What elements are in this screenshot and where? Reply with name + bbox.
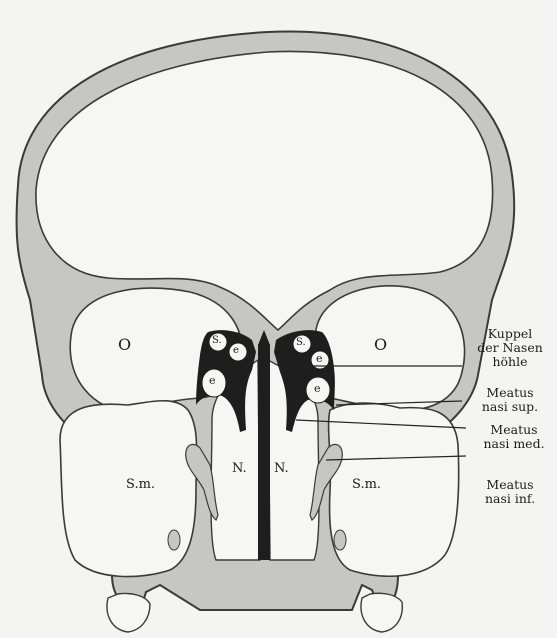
annotation-kuppel: Kuppel der Nasen höhle xyxy=(464,327,556,369)
annotation-meatus-sup-line-1: Meatus xyxy=(470,386,550,400)
label-orbit-right: O xyxy=(374,338,387,352)
maxillary-sinus-right xyxy=(329,403,459,576)
lacrimal-right xyxy=(334,530,346,550)
annotation-meatus-inf-line-2: nasi inf. xyxy=(470,492,550,506)
annotation-kuppel-line-1: Kuppel xyxy=(464,327,556,341)
label-nasal-right: N. xyxy=(274,462,289,476)
label-ethmoid-left-small: e xyxy=(233,344,239,358)
annotation-meatus-med: Meatus nasi med. xyxy=(472,423,556,451)
annotation-kuppel-line-2: der Nasen xyxy=(464,341,556,355)
annotation-meatus-med-line-1: Meatus xyxy=(472,423,556,437)
label-ethmoid-right-mid: e xyxy=(316,352,323,366)
label-sinus-left: S.m. xyxy=(126,478,155,492)
annotation-meatus-med-line-2: nasi med. xyxy=(472,437,556,451)
label-sinus-right: S.m. xyxy=(352,478,381,492)
label-orbit-left: O xyxy=(118,338,131,352)
label-ethmoid-right-low: e xyxy=(314,382,321,396)
annotation-meatus-inf: Meatus nasi inf. xyxy=(470,478,550,506)
label-sphenoid-left: S. xyxy=(212,334,222,348)
lacrimal-left xyxy=(168,530,180,550)
label-ethmoid-right-small: e xyxy=(283,346,289,360)
label-nasal-left: N. xyxy=(232,462,247,476)
tooth-right xyxy=(361,593,402,632)
annotation-meatus-sup: Meatus nasi sup. xyxy=(470,386,550,414)
annotation-meatus-sup-line-2: nasi sup. xyxy=(470,400,550,414)
tooth-left xyxy=(107,593,150,632)
label-sphenoid-right: S. xyxy=(296,336,306,350)
annotation-meatus-inf-line-1: Meatus xyxy=(470,478,550,492)
label-ethmoid-left-mid: e xyxy=(209,374,216,388)
nasal-septum xyxy=(258,330,270,560)
annotation-kuppel-line-3: höhle xyxy=(464,355,556,369)
orbit-right xyxy=(313,286,464,410)
